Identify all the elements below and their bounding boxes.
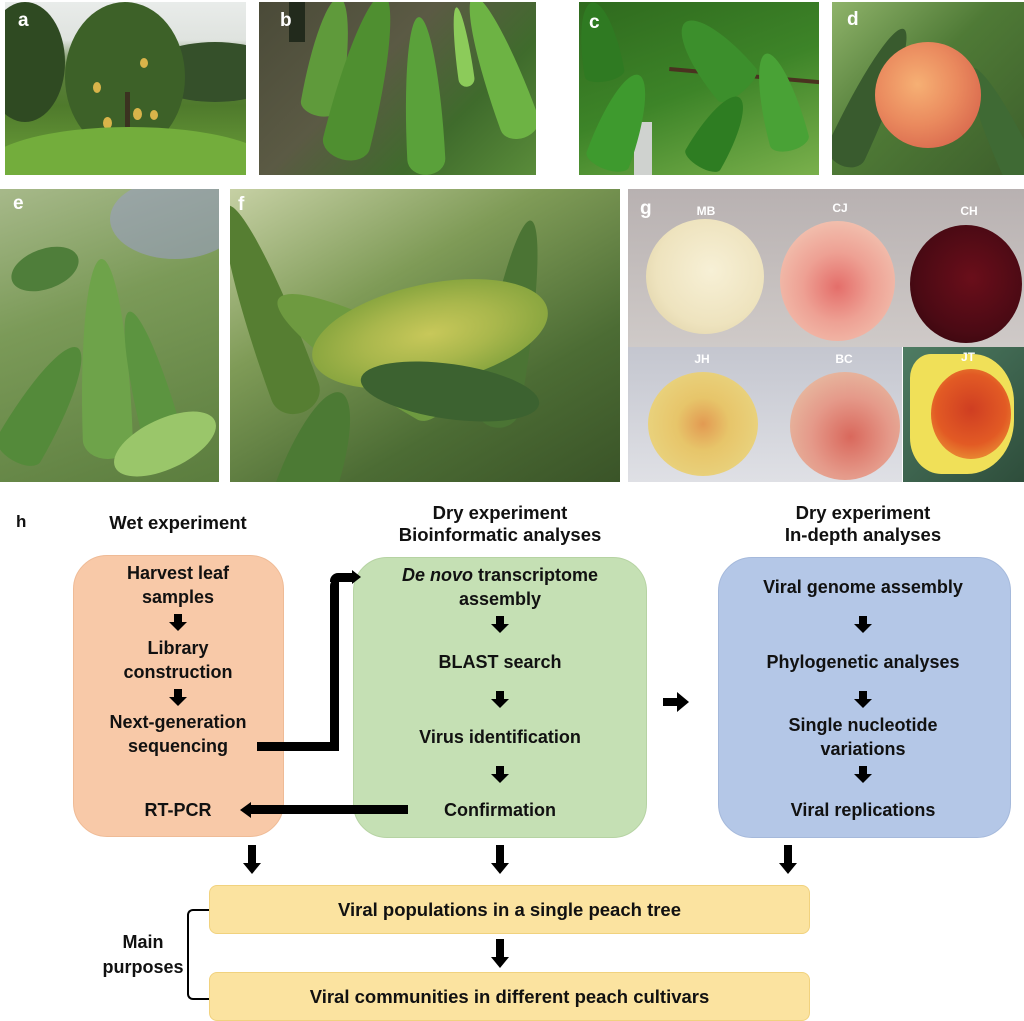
purpose-text: Viral populations in a single peach tree [337, 898, 682, 920]
purpose-text: Viral communities in different peach cul… [309, 985, 710, 1007]
panel-label-c: c [589, 12, 600, 33]
wet-header-text: Wet experiment [109, 512, 247, 533]
step-harvest-leaf: Harvest leaf samples [127, 561, 229, 609]
connector-ngs-to-assembly [257, 742, 339, 751]
purposes-label-line: Main [122, 932, 164, 952]
leaf [5, 238, 85, 300]
panel-label-b: b [280, 10, 292, 31]
panel-label-h: h [16, 512, 27, 531]
step-next-generation-sequencing: Next-generation sequencing [109, 710, 246, 758]
step-text: samples [141, 587, 215, 607]
photo-panel-c: c [579, 2, 819, 175]
step-text: Viral genome assembly [763, 577, 963, 597]
connector-confirmation-to-rtpcr [250, 805, 408, 814]
purposes-bracket [187, 909, 209, 1000]
panel-label-f: f [238, 194, 245, 215]
step-library-construction: Library construction [123, 636, 232, 684]
cultivar-label-ch: CH [960, 204, 978, 218]
leaf [76, 258, 134, 460]
photo-panel-d: d [832, 2, 1024, 175]
cultivar-label-jt: JT [960, 350, 976, 364]
photo-panel-b: b [259, 2, 536, 175]
step-text: Virus identification [419, 727, 581, 747]
step-text: De novo transcriptome [402, 563, 598, 587]
step-text: transcriptome [472, 565, 599, 585]
panel-label-d: d [847, 9, 859, 30]
panel-label-a: a [18, 10, 29, 31]
wet-experiment-header: Wet experiment [109, 512, 246, 534]
step-text: Harvest leaf [126, 563, 230, 583]
connector-bio-to-depth [663, 698, 677, 706]
step-text: construction [123, 662, 233, 682]
peach-mb [646, 219, 764, 334]
bagged-fruit [133, 108, 142, 120]
peach-ch [910, 225, 1022, 343]
bagged-fruit [103, 117, 112, 129]
step-text: Phylogenetic analyses [766, 652, 960, 672]
connector-ngs-to-assembly [330, 578, 339, 751]
step-rt-pcr: RT-PCR [145, 798, 212, 822]
cultivar-label-jh: JH [694, 352, 710, 366]
step-text: BLAST search [438, 652, 562, 672]
purpose-box-populations: Viral populations in a single peach tree [209, 885, 810, 934]
depth-header-line1: Dry experiment [795, 502, 931, 523]
step-confirmation: Confirmation [444, 798, 556, 822]
cultivar-label-bc: BC [835, 352, 853, 366]
arrowhead-left-icon [240, 802, 251, 818]
cultivar-label-cj: CJ [832, 201, 848, 215]
step-text: Viral replications [790, 800, 936, 820]
depth-header-line2: In-depth analyses [784, 524, 942, 545]
peach-jt [931, 369, 1011, 459]
bagged-fruit [140, 58, 148, 68]
purposes-label-line: purposes [102, 957, 184, 977]
step-phylogenetic-analyses: Phylogenetic analyses [766, 650, 959, 674]
bio-analyses-box [353, 557, 647, 838]
leaf [665, 6, 763, 108]
main-purposes-label: Main purposes [102, 930, 183, 980]
leaf [399, 16, 447, 175]
photo-panel-a: a [5, 2, 246, 175]
step-viral-replications: Viral replications [791, 798, 936, 822]
tree-canopy [5, 2, 65, 122]
step-text: Next-generation [109, 712, 247, 732]
bio-header-line2: Bioinformatic analyses [398, 524, 602, 545]
arrowhead-right-icon [352, 570, 361, 584]
bagged-fruit [150, 110, 158, 120]
photo-panel-g: g MB CJ CH JH BC JT [628, 189, 1024, 482]
step-text: Library [147, 638, 209, 658]
peach-cj [780, 221, 895, 341]
step-text-italic: De novo [401, 565, 473, 585]
connector-ngs-to-assembly [330, 573, 352, 582]
peach-bc [790, 372, 900, 480]
bagged-fruit [93, 82, 101, 93]
bio-analyses-header: Dry experiment Bioinformatic analyses [399, 502, 602, 546]
depth-analyses-header: Dry experiment In-depth analyses [785, 502, 941, 546]
grass [5, 127, 246, 175]
leaf [579, 2, 626, 85]
cultivar-label-mb: MB [696, 204, 716, 218]
step-virus-identification: Virus identification [419, 725, 581, 749]
step-text: Single nucleotide [788, 715, 938, 735]
step-text: Confirmation [444, 800, 556, 820]
step-text: assembly [458, 589, 542, 609]
tree-trunk [289, 2, 305, 42]
background-foliage [110, 189, 219, 259]
step-text: RT-PCR [144, 800, 212, 820]
panel-label-e: e [13, 193, 24, 214]
arrowhead-right-icon [677, 692, 689, 712]
peach-jh [648, 372, 758, 476]
step-blast-search: BLAST search [438, 650, 561, 674]
leaf [746, 48, 812, 156]
step-text: variations [820, 739, 906, 759]
panel-label-g: g [640, 198, 652, 219]
photo-panel-f: f [230, 189, 620, 482]
bio-header-line1: Dry experiment [432, 502, 568, 523]
purpose-box-communities: Viral communities in different peach cul… [209, 972, 810, 1021]
step-viral-genome-assembly: Viral genome assembly [763, 575, 963, 599]
peach-fruit [875, 42, 981, 148]
step-de-novo-assembly: De novo transcriptome assembly [402, 563, 598, 611]
step-single-nucleotide-variations: Single nucleotide variations [788, 713, 937, 761]
step-text: sequencing [127, 736, 229, 756]
photo-panel-e: e [0, 189, 219, 482]
